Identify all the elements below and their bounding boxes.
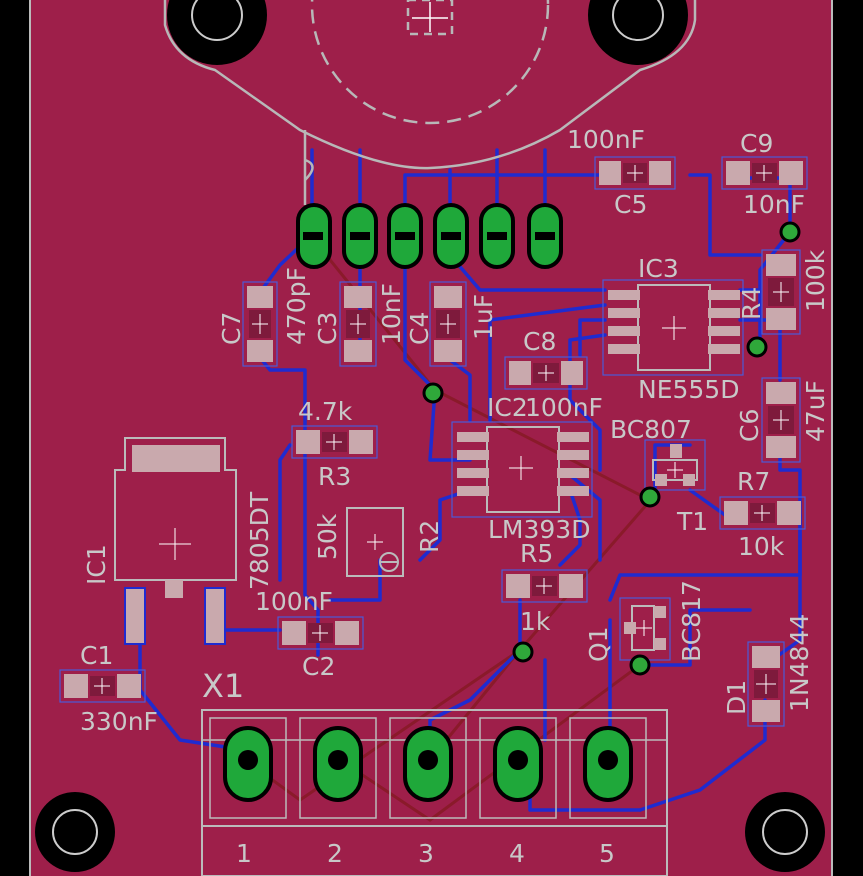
terminal-pin-label: 1 [236, 839, 252, 868]
trimmer-r2 [346, 507, 404, 577]
label-ic1-value: 7805DT [245, 491, 274, 590]
terminal-pin-label: 4 [509, 839, 525, 868]
label-r7-value: 10k [738, 532, 785, 561]
label-x1-name: X1 [202, 667, 244, 705]
label-r4-name: R4 [737, 287, 766, 320]
label-q1-name: Q1 [584, 626, 613, 662]
label-c7-name: C7 [217, 312, 246, 345]
label-c8-name: C8 [523, 327, 556, 356]
label-c5-value: 100nF [567, 125, 645, 154]
label-r2-value: 50k [313, 513, 342, 560]
terminal-pin-label: 5 [599, 839, 615, 868]
top-part-outline [163, 0, 697, 205]
label-r7-name: R7 [737, 467, 770, 496]
label-c2-name: C2 [302, 652, 335, 681]
terminal-pin-label: 3 [418, 839, 434, 868]
label-c4-name: C4 [405, 312, 434, 345]
label-q1-value: BC817 [677, 580, 706, 662]
silkscreen-labels: 100nF C5 C9 10nF IC3 NE555D R4 100k C7 4… [80, 125, 830, 868]
label-d1-name: D1 [722, 680, 751, 715]
label-ic1-name: IC1 [82, 544, 111, 585]
label-ic2-value: LM393D [488, 515, 590, 544]
label-c2-value: 100nF [255, 587, 333, 616]
label-c1-value: 330nF [80, 707, 158, 736]
sot23-transistors [619, 439, 706, 661]
header-pins [296, 203, 563, 269]
label-c8-value: 100nF [525, 393, 603, 422]
label-ic3-value: NE555D [638, 375, 739, 404]
label-c9-name: C9 [740, 129, 773, 158]
label-d1-value: 1N4844 [785, 614, 814, 712]
label-r2-name: R2 [415, 520, 444, 553]
label-c9-value: 10nF [743, 190, 805, 219]
label-c3-value: 10nF [377, 283, 406, 345]
vias [422, 221, 801, 676]
label-r4-value: 100k [801, 249, 830, 312]
label-c1-name: C1 [80, 641, 113, 670]
label-t1-value: BC807 [610, 415, 692, 444]
label-r3-name: R3 [318, 462, 351, 491]
label-c6-name: C6 [735, 409, 764, 442]
label-r3-value: 4.7k [298, 397, 353, 426]
label-ic3-name: IC3 [638, 254, 679, 283]
terminal-block-x1 [201, 709, 668, 876]
label-c6-value: 47uF [801, 380, 830, 442]
smd-horizontal-parts [59, 156, 808, 703]
label-r5-name: R5 [520, 539, 553, 568]
label-c5-name: C5 [614, 190, 647, 219]
label-t1-name: T1 [676, 507, 708, 536]
label-c3-name: C3 [313, 312, 342, 345]
label-ic2-name: IC2 [487, 393, 528, 422]
label-c4-value: 1uF [469, 294, 498, 340]
smd-vertical-parts [242, 249, 801, 727]
label-r5-value: 1k [520, 607, 551, 636]
label-c7-value: 470pF [282, 267, 311, 345]
terminal-pin-label: 2 [327, 839, 343, 868]
regulator-ic1 [114, 437, 237, 645]
soic-chips [451, 279, 744, 518]
mounting-holes [35, 0, 825, 872]
